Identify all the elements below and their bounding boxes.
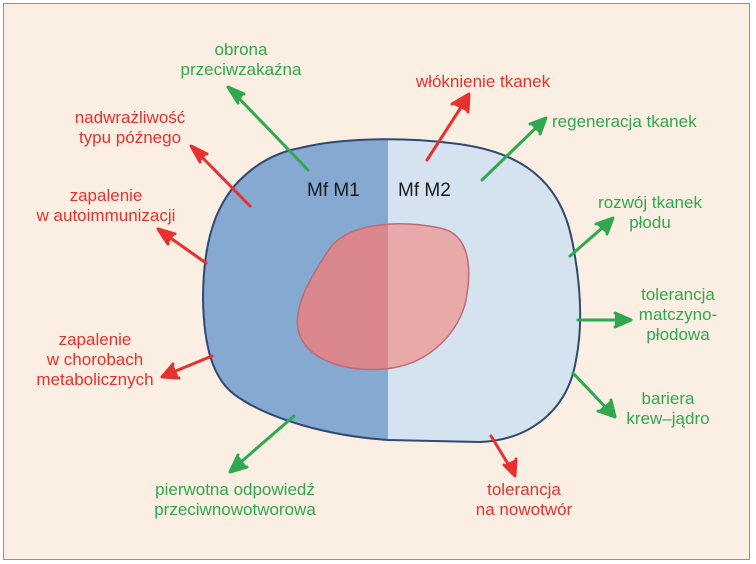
label-zapalenie-metaboliczne: zapalenie w chorobach metabolicznych [36, 330, 153, 390]
label-tolerancja-matczyno-plodowa: tolerancja matczyno- płodowa [639, 285, 717, 345]
label-obrona-przeciwzakazna: obrona przeciwzakaźna [181, 40, 302, 80]
label-line: przeciwzakaźna [181, 60, 302, 80]
label-line: na nowotwór [476, 500, 572, 520]
label-line: metabolicznych [36, 370, 153, 390]
label-line: w chorobach [36, 350, 153, 370]
label-nadwrazliwosc: nadwrażliwość typu późnego [75, 108, 186, 148]
label-line: płodowa [639, 325, 717, 345]
m2-label: Mf M2 [398, 180, 451, 202]
label-line: pierwotna odpowiedź [154, 480, 316, 500]
label-regeneracja-tkanek: regeneracja tkanek [552, 112, 697, 132]
m1-label: Mf M1 [307, 180, 360, 202]
label-line: tolerancja [639, 285, 717, 305]
label-zapalenie-autoimmunizacji: zapalenie w autoimmunizacji [37, 186, 176, 226]
label-line: płodu [598, 213, 702, 233]
label-line: regeneracja tkanek [552, 112, 697, 132]
label-rozwoj-tkanek-plodu: rozwój tkanek płodu [598, 193, 702, 233]
label-line: nadwrażliwość [75, 108, 186, 128]
label-line: bariera [626, 389, 709, 409]
label-line: włóknienie tkanek [416, 72, 550, 92]
label-line: w autoimmunizacji [37, 206, 176, 226]
label-line: zapalenie [37, 186, 176, 206]
label-line: typu późnego [75, 128, 186, 148]
label-line: obrona [181, 40, 302, 60]
label-line: matczyno- [639, 305, 717, 325]
label-line: zapalenie [36, 330, 153, 350]
label-pierwotna-odpowiedz: pierwotna odpowiedź przeciwnowotworowa [154, 480, 316, 520]
label-line: tolerancja [476, 480, 572, 500]
label-bariera-krew-jadro: bariera krew–jądro [626, 389, 709, 429]
label-line: przeciwnowotworowa [154, 500, 316, 520]
label-line: rozwój tkanek [598, 193, 702, 213]
label-line: krew–jądro [626, 409, 709, 429]
label-tolerancja-na-nowotwor: tolerancja na nowotwór [476, 480, 572, 520]
label-wloknienie-tkanek: włóknienie tkanek [416, 72, 550, 92]
